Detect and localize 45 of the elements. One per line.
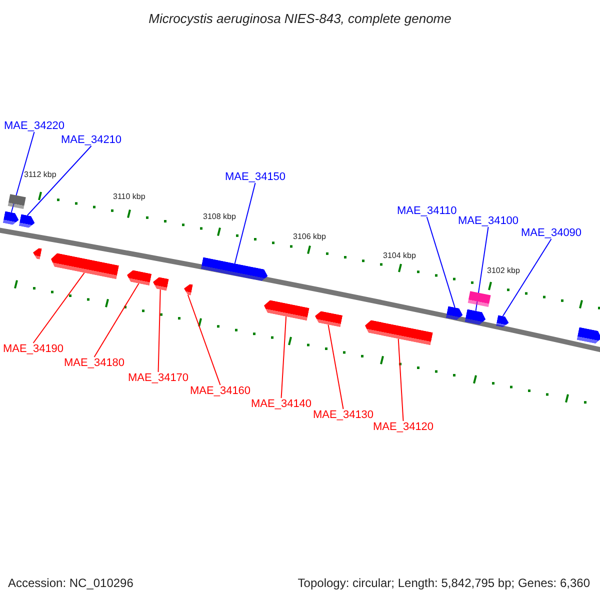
genome-info-text: Topology: circular; Length: 5,842,795 bp; Genes: 6,360: [298, 575, 590, 592]
diagram-title: Microcystis aeruginosa NIES-843, complete genome: [148, 10, 452, 28]
gene-label: MAE_34220: [4, 120, 65, 132]
leader-line: [475, 226, 489, 312]
gene-label: MAE_34130: [313, 409, 374, 421]
gene-feature: [182, 283, 193, 296]
gene-feature: [126, 269, 152, 286]
leader-line: [26, 146, 92, 216]
leader-line: [234, 182, 256, 264]
tick-label: 3112 kbp: [24, 169, 56, 181]
leader-line: [32, 272, 85, 344]
tick-label: 3104 kbp: [383, 250, 416, 262]
leader-line: [10, 132, 35, 213]
tick-label: 3108 kbp: [203, 211, 236, 223]
gene-feature: [8, 194, 26, 210]
gene-label: MAE_34180: [64, 357, 125, 369]
tick-label: 3106 kbp: [293, 231, 326, 243]
leader-line: [280, 316, 287, 398]
gene-label: MAE_34170: [128, 372, 189, 384]
gene-label: MAE_34100: [458, 215, 519, 227]
leader-line: [398, 338, 404, 422]
gene-label: MAE_34090: [521, 227, 582, 239]
leader-line: [94, 282, 140, 358]
leader-line: [187, 294, 221, 386]
gene-label: MAE_34150: [225, 171, 286, 183]
gene-feature: [32, 247, 42, 260]
gene-label: MAE_34120: [373, 421, 434, 433]
gene-label: MAE_34110: [397, 205, 457, 217]
gene-label: MAE_34210: [61, 134, 122, 146]
gene-feature: [2, 211, 20, 226]
gene-label: MAE_34160: [190, 385, 251, 397]
tick-label: 3102 kbp: [487, 265, 520, 277]
tick-label: 3110 kbp: [113, 191, 146, 203]
accession-text: Accession: NC_010296: [8, 575, 134, 592]
leader-line: [502, 238, 552, 317]
gene-feature: [464, 309, 487, 326]
gene-label: MAE_34140: [251, 398, 312, 410]
leader-line: [328, 324, 344, 410]
gene-feature: [18, 214, 36, 229]
gene-feature: [468, 291, 491, 307]
gene-feature: [576, 327, 600, 345]
leader-line: [158, 289, 161, 372]
gene-label: MAE_34190: [3, 343, 64, 355]
leader-line: [426, 216, 456, 308]
gene-feature: [152, 276, 169, 291]
